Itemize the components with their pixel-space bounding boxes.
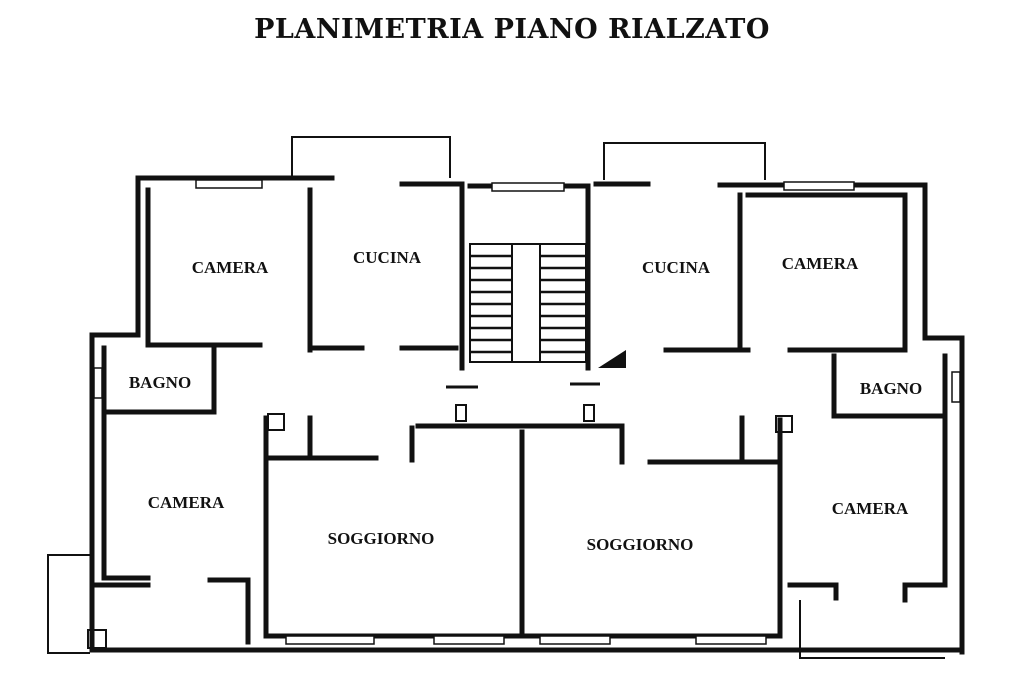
windows xyxy=(93,179,961,645)
room-label-camera-sw: CAMERA xyxy=(148,493,225,512)
plan-title: PLANIMETRIA PIANO RIALZATO xyxy=(254,14,770,45)
interior-walls xyxy=(101,187,948,645)
outer-walls xyxy=(89,175,965,655)
staircase xyxy=(446,243,626,389)
room-label-camera-nw: CAMERA xyxy=(192,258,269,277)
room-label-cucina-w: CUCINA xyxy=(353,248,422,267)
room-label-camera-se: CAMERA xyxy=(832,499,909,518)
room-label-cucina-e: CUCINA xyxy=(642,258,711,277)
room-label-bagno-e: BAGNO xyxy=(860,379,922,398)
balcony-outlines xyxy=(47,136,945,659)
pillars xyxy=(87,404,793,649)
room-label-soggiorno-w: SOGGIORNO xyxy=(328,529,435,548)
room-label-soggiorno-e: SOGGIORNO xyxy=(587,535,694,554)
room-label-bagno-w: BAGNO xyxy=(129,373,191,392)
room-label-camera-ne: CAMERA xyxy=(782,254,859,273)
